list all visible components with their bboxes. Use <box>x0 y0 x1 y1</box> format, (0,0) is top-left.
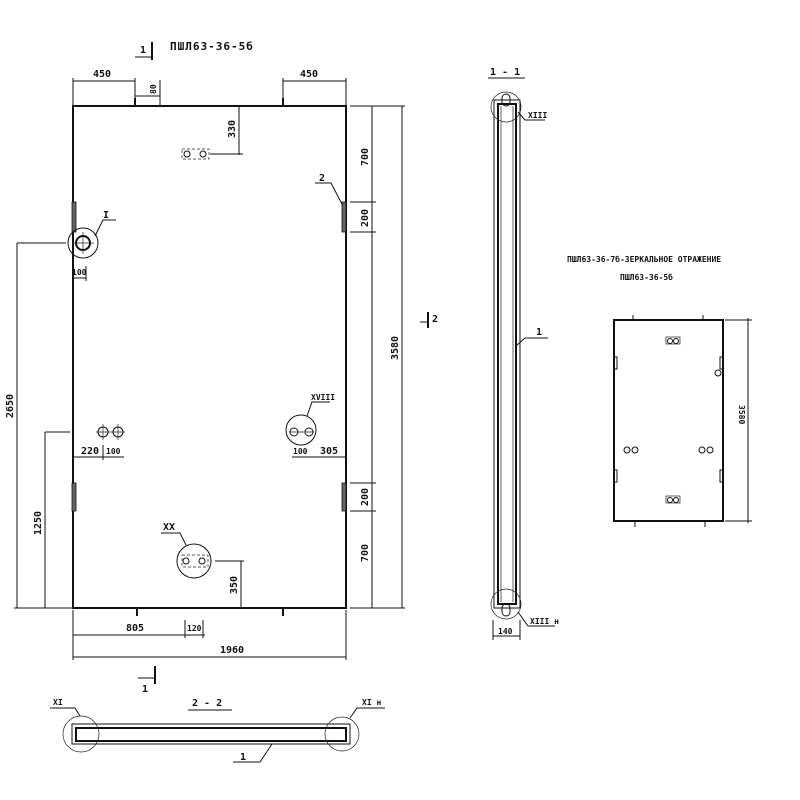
dim-top-right: 450 <box>300 69 318 80</box>
dim-140: 140 <box>498 627 513 636</box>
node-I-circle <box>67 227 99 259</box>
node-XIII-circle <box>490 91 522 123</box>
main-view: ПШЛ63-36-5б 1 450 80 450 330 <box>5 40 438 695</box>
callout-node-XVIII: XVIII <box>311 393 335 402</box>
callout-node-XIII: XIII <box>528 111 547 120</box>
node-XIII-n-circle <box>490 588 522 620</box>
mirror-dim-height: 3580 <box>737 405 746 424</box>
section-1-1-title: 1 - 1 <box>490 67 520 78</box>
dim-left-2650: 2650 <box>5 394 16 418</box>
callout-node-XI: XI <box>53 698 63 707</box>
section-mark-bottom: 1 <box>138 666 156 695</box>
node-XI-circle <box>62 715 100 753</box>
section-mark-top: 1 <box>135 42 153 60</box>
callout-item-2: 2 <box>319 173 325 184</box>
dim-80: 80 <box>149 84 158 94</box>
dim-350: 350 <box>229 576 240 594</box>
dim-left-1250: 1250 <box>33 511 44 535</box>
dim-330: 330 <box>227 120 238 138</box>
dim-right-200-top: 200 <box>360 209 371 227</box>
dim-left-100: 100 <box>72 268 87 277</box>
mirror-view: ПШЛ63-36-7б-ЗЕРКАЛЬНОЕ ОТРАЖЕНИЕ ПШЛ63-3… <box>567 254 752 527</box>
section-2-2: 2 - 2 XI XI н 1 <box>50 698 385 763</box>
dim-805: 805 <box>126 623 144 634</box>
dim-overall-width: 1960 <box>220 645 244 656</box>
embedded-plate-top <box>181 148 210 160</box>
node-XVIII-circle <box>285 414 317 446</box>
node-XX-circle <box>176 543 212 579</box>
section-mark-right: 2 <box>420 312 438 328</box>
dim-120: 120 <box>187 624 202 633</box>
callout-node-XX: XX <box>163 522 175 533</box>
mirror-view-title-line1: ПШЛ63-36-7б-ЗЕРКАЛЬНОЕ ОТРАЖЕНИЕ <box>567 254 721 264</box>
main-view-title: ПШЛ63-36-5б <box>170 40 254 53</box>
dim-right-700-top: 700 <box>360 148 371 166</box>
callout-node-XIII-n: XIII н <box>530 617 559 626</box>
section-mark-bottom-label: 1 <box>142 684 148 695</box>
embedded-plate-item-2 <box>341 201 347 233</box>
section-2-2-title: 2 - 2 <box>192 698 222 709</box>
callout-node-XI-n: XI н <box>362 698 381 707</box>
callout-item-1: 1 <box>536 327 542 338</box>
dim-top-left: 450 <box>93 69 111 80</box>
dim-right-200-bottom: 200 <box>360 488 371 506</box>
panel-outline <box>72 105 347 609</box>
callout-item-1-section-2-2: 1 <box>240 752 246 763</box>
section-mark-right-label: 2 <box>432 314 438 325</box>
mirror-view-title-line2: ПШЛ63-36-5б <box>620 272 673 282</box>
dim-305: 305 <box>320 446 338 457</box>
section-mark-top-label: 1 <box>140 45 146 56</box>
dim-100-right: 100 <box>293 447 308 456</box>
dim-overall-height: 3580 <box>390 336 401 360</box>
dim-right-700-bottom: 700 <box>360 544 371 562</box>
dim-100-left: 100 <box>106 447 121 456</box>
dim-220: 220 <box>81 446 99 457</box>
mirror-panel-outline <box>613 319 724 522</box>
node-XI-n-circle <box>324 716 360 752</box>
holes-left <box>96 424 125 440</box>
section-1-1: 1 - 1 XIII XIII н 1 140 <box>488 67 559 640</box>
callout-node-I: I <box>103 210 109 221</box>
